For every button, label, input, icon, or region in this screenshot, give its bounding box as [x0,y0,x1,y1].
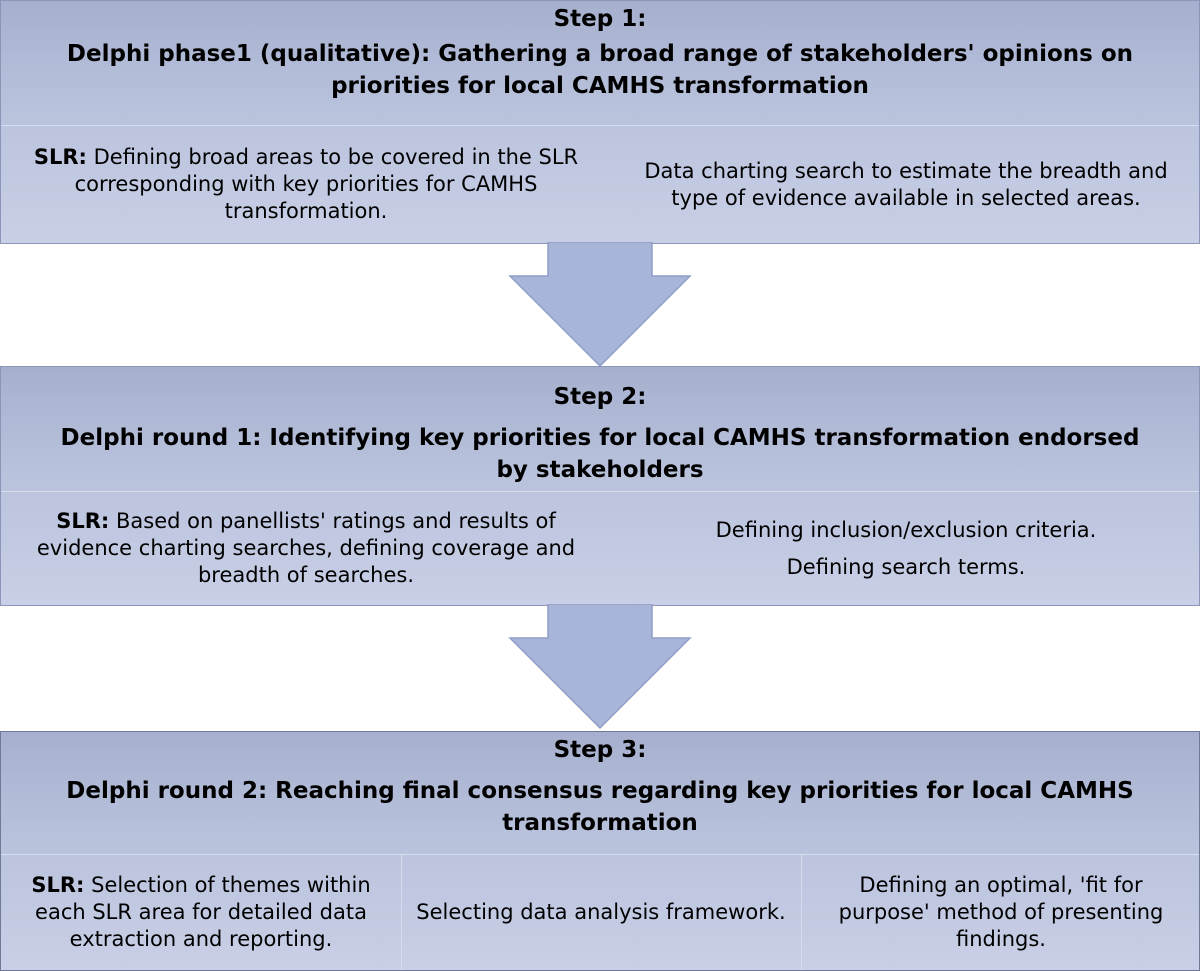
step-3-header: Step 3: Delphi round 2: Reaching final c… [1,734,1199,839]
step-2-criteria-line: Defining inclusion/exclusion criteria. [715,517,1097,542]
step-1-details: SLR: Defining broad areas to be covered … [1,125,1199,243]
step-1-slr-text: SLR: Defining broad areas to be covered … [11,144,601,225]
step-3-framework-text: Selecting data analysis framework. [416,900,786,924]
slr-lead: SLR: [31,873,85,897]
step-3-details: SLR: Selection of themes within each SLR… [1,854,1199,970]
arrow-down-1 [508,242,692,368]
step-2-title: Delphi round 1: Identifying key prioriti… [60,425,1140,483]
arrow-down-1-shape [508,242,692,368]
step-3-divider-2 [801,855,802,970]
step-1-slr-body: Defining broad areas to be covered in th… [74,145,579,223]
step-3-label: Step 3: [553,737,647,763]
step-3-divider-1 [401,855,402,970]
step-3-slr-cell: SLR: Selection of themes within each SLR… [1,855,401,970]
step-3-slr-body: Selection of themes within each SLR area… [35,873,371,951]
step-3-panel: Step 3: Delphi round 2: Reaching final c… [0,731,1200,971]
slr-lead: SLR: [33,145,87,169]
step-3-presenting-text: Defining an optimal, 'fit for purpose' m… [838,873,1164,951]
step-2-panel: Step 2: Delphi round 1: Identifying key … [0,366,1200,606]
slr-lead: SLR: [56,509,110,533]
step-1-label: Step 1: [553,6,647,32]
step-1-title: Delphi phase1 (qualitative): Gathering a… [66,41,1134,99]
step-3-slr-text: SLR: Selection of themes within each SLR… [11,872,391,953]
step-2-slr-text: SLR: Based on panellists' ratings and re… [11,508,601,589]
step-2-slr-cell: SLR: Based on panellists' ratings and re… [1,492,611,605]
step-1-charting-cell: Data charting search to estimate the bre… [611,126,1200,243]
step-2-header: Step 2: Delphi round 1: Identifying key … [1,381,1199,486]
step-1-panel: Step 1: Delphi phase1 (qualitative): Gat… [0,0,1200,244]
arrow-down-2 [508,604,692,730]
step-3-presenting-cell: Defining an optimal, 'fit for purpose' m… [801,855,1200,970]
step-2-label: Step 2: [553,384,647,410]
step-3-framework-cell: Selecting data analysis framework. [401,855,801,970]
step-2-slr-body: Based on panellists' ratings and results… [36,509,576,587]
step-2-criteria-cell: Defining inclusion/exclusion criteria. D… [611,492,1200,605]
step-1-header: Step 1: Delphi phase1 (qualitative): Gat… [1,3,1199,102]
arrow-down-2-shape [508,604,692,730]
step-2-search-terms-line: Defining search terms. [786,554,1026,579]
step-1-charting-text: Data charting search to estimate the bre… [644,158,1168,210]
step-3-title: Delphi round 2: Reaching final consensus… [66,778,1134,836]
step-2-details: SLR: Based on panellists' ratings and re… [1,491,1199,605]
step-1-slr-cell: SLR: Defining broad areas to be covered … [1,126,611,243]
